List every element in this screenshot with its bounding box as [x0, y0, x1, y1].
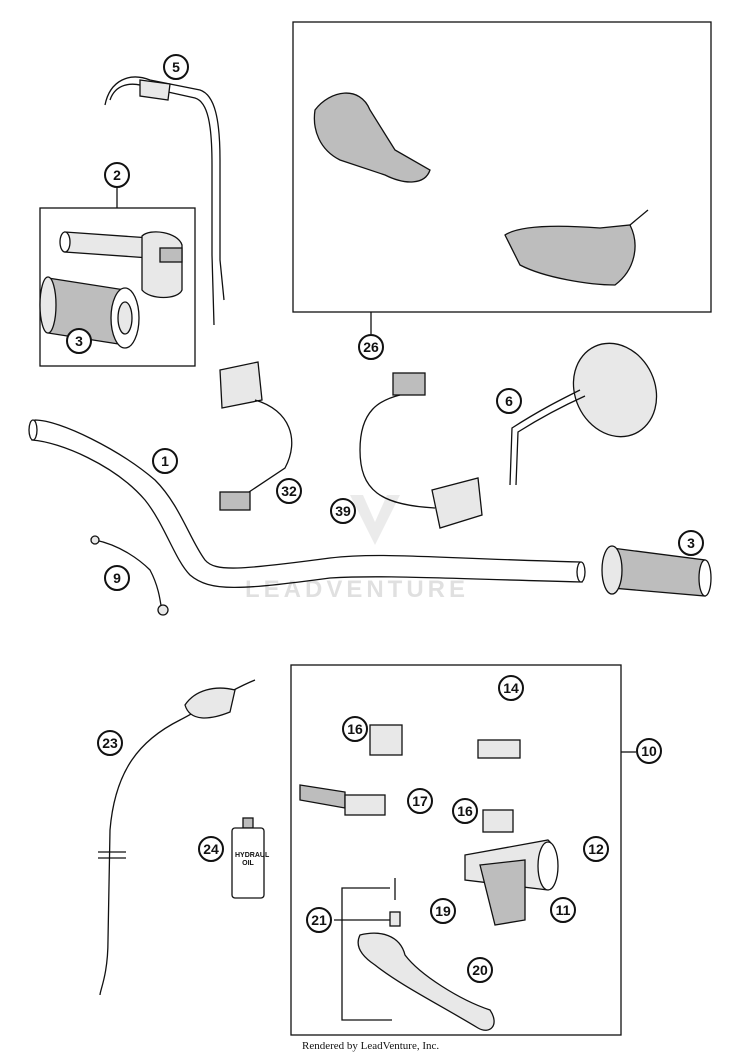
piston-spring [299, 784, 386, 816]
bottle-label: HYDRAUL OIL [235, 852, 270, 867]
callout-20[interactable]: 20 [467, 957, 493, 983]
callout-19[interactable]: 19 [430, 898, 456, 924]
diaphragm-16 [482, 809, 514, 833]
callout-1[interactable]: 1 [152, 448, 178, 474]
callout-6[interactable]: 6 [496, 388, 522, 414]
callout-17[interactable]: 17 [407, 788, 433, 814]
callout-12[interactable]: 12 [583, 836, 609, 862]
callout-32[interactable]: 32 [276, 478, 302, 504]
cover-plate-14 [477, 739, 521, 759]
mirror [509, 342, 658, 486]
grip-left [39, 276, 140, 349]
watermark-text: LEADVENTURE [245, 576, 470, 603]
callout-11[interactable]: 11 [550, 897, 576, 923]
callout-24[interactable]: 24 [198, 836, 224, 862]
grip-right [601, 545, 712, 597]
handguard-right [504, 209, 649, 286]
callout-5[interactable]: 5 [163, 54, 189, 80]
callout-21[interactable]: 21 [306, 907, 332, 933]
reservoir-cap-16 [369, 724, 403, 756]
callout-39[interactable]: 39 [330, 498, 356, 524]
callout-10[interactable]: 10 [636, 738, 662, 764]
callout-2[interactable]: 2 [104, 162, 130, 188]
hydraulic-oil-bottle [231, 817, 265, 899]
handguard-left [313, 92, 431, 183]
callout-3-right[interactable]: 3 [678, 530, 704, 556]
wire-harness-9 [90, 535, 169, 616]
throttle-tube [59, 231, 183, 299]
callout-16-cap[interactable]: 16 [342, 716, 368, 742]
light-switch [359, 372, 483, 529]
render-credit: Rendered by LeadVenture, Inc. [302, 1040, 440, 1052]
callout-3-box[interactable]: 3 [66, 328, 92, 354]
callout-26[interactable]: 26 [358, 334, 384, 360]
kill-switch [219, 361, 293, 511]
master-cylinder [464, 839, 559, 926]
callout-23[interactable]: 23 [97, 730, 123, 756]
handguard-group-box [292, 21, 712, 313]
throttle-cable [104, 76, 225, 326]
callout-16-diaphragm[interactable]: 16 [452, 798, 478, 824]
brake-group-box [290, 664, 622, 1036]
callout-14[interactable]: 14 [498, 675, 524, 701]
leadventure-logo [350, 495, 400, 545]
handlebar [28, 419, 586, 588]
bushing [389, 911, 401, 927]
callout-9[interactable]: 9 [104, 565, 130, 591]
clutch-cable [98, 679, 256, 996]
brake-lever [357, 932, 495, 1031]
